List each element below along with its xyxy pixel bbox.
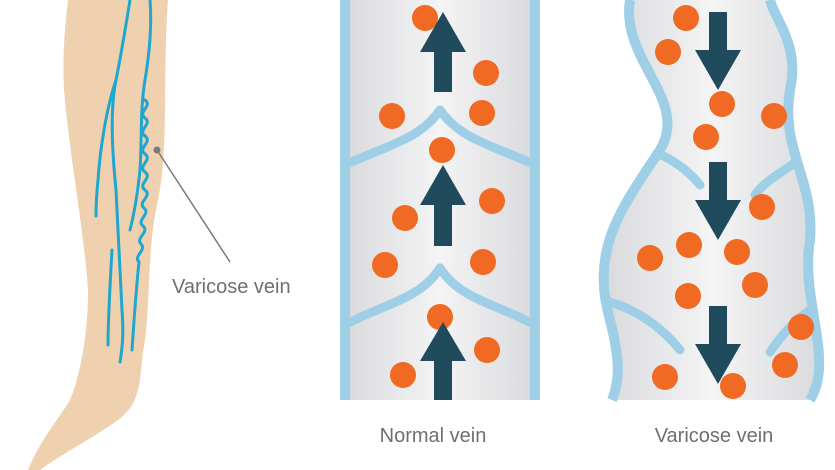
normal-blood-cells [372, 5, 505, 388]
callout-dot [153, 146, 161, 154]
blood-cell [427, 304, 453, 330]
blood-cell [392, 205, 418, 231]
normal-vein-caption: Normal vein [380, 425, 487, 447]
varicose-vein-wall [598, 0, 673, 402]
blood-cell [742, 272, 768, 298]
leg-illustration: Varicose vein [28, 0, 291, 470]
blood-cell [372, 252, 398, 278]
blood-cell [693, 124, 719, 150]
leg-vein-5 [106, 248, 114, 347]
varicose-blood-cells [637, 5, 814, 399]
blood-cell [469, 100, 495, 126]
varicose-flow-arrows [695, 12, 741, 384]
blood-cell [675, 283, 701, 309]
blood-cell [474, 337, 500, 363]
normal-valve-top-left [345, 105, 445, 170]
blood-cell [637, 245, 663, 271]
arrow-down-icon [695, 12, 741, 90]
leg-vein-4 [130, 260, 141, 352]
normal-valve-bottom-right [435, 263, 535, 330]
blood-cell [788, 314, 814, 340]
blood-cell [412, 5, 438, 31]
normal-flow-arrows [420, 12, 466, 400]
blood-cell [655, 39, 681, 65]
leg-vein-2 [94, 78, 118, 218]
blood-cell [673, 5, 699, 31]
blood-cell [473, 60, 499, 86]
blood-cell [772, 352, 798, 378]
varicose-vein: Varicose vein [598, 0, 825, 447]
blood-cell [479, 188, 505, 214]
varicose-vein-wall-right [765, 0, 825, 403]
blood-cell [724, 239, 750, 265]
leg-vein-3 [128, 0, 153, 232]
arrow-down-icon [695, 162, 741, 240]
leg-veins [94, 0, 153, 364]
blood-cell [761, 103, 787, 129]
blood-cell [720, 373, 746, 399]
blood-cell [390, 362, 416, 388]
normal-valve-top-right [435, 105, 535, 170]
blood-cell [676, 232, 702, 258]
arrow-down-icon [695, 306, 741, 384]
leg-callout-label: Varicose vein [172, 276, 291, 298]
normal-vein: Normal vein [340, 0, 540, 447]
arrow-up-icon [420, 165, 466, 246]
blood-cell [379, 103, 405, 129]
arrow-up-icon [420, 12, 466, 92]
leg-vein-1 [110, 0, 132, 364]
normal-valve-bottom-left [345, 263, 445, 330]
callout-line [156, 149, 231, 263]
blood-cell [709, 91, 735, 117]
blood-cell [429, 137, 455, 163]
blood-cell [652, 364, 678, 390]
blood-cell [749, 194, 775, 220]
varicose-vein-caption: Varicose vein [655, 425, 774, 447]
leg-vein-varicose [136, 98, 149, 264]
blood-cell [470, 249, 496, 275]
leg-shape [28, 0, 168, 470]
arrow-up-icon [420, 322, 466, 400]
